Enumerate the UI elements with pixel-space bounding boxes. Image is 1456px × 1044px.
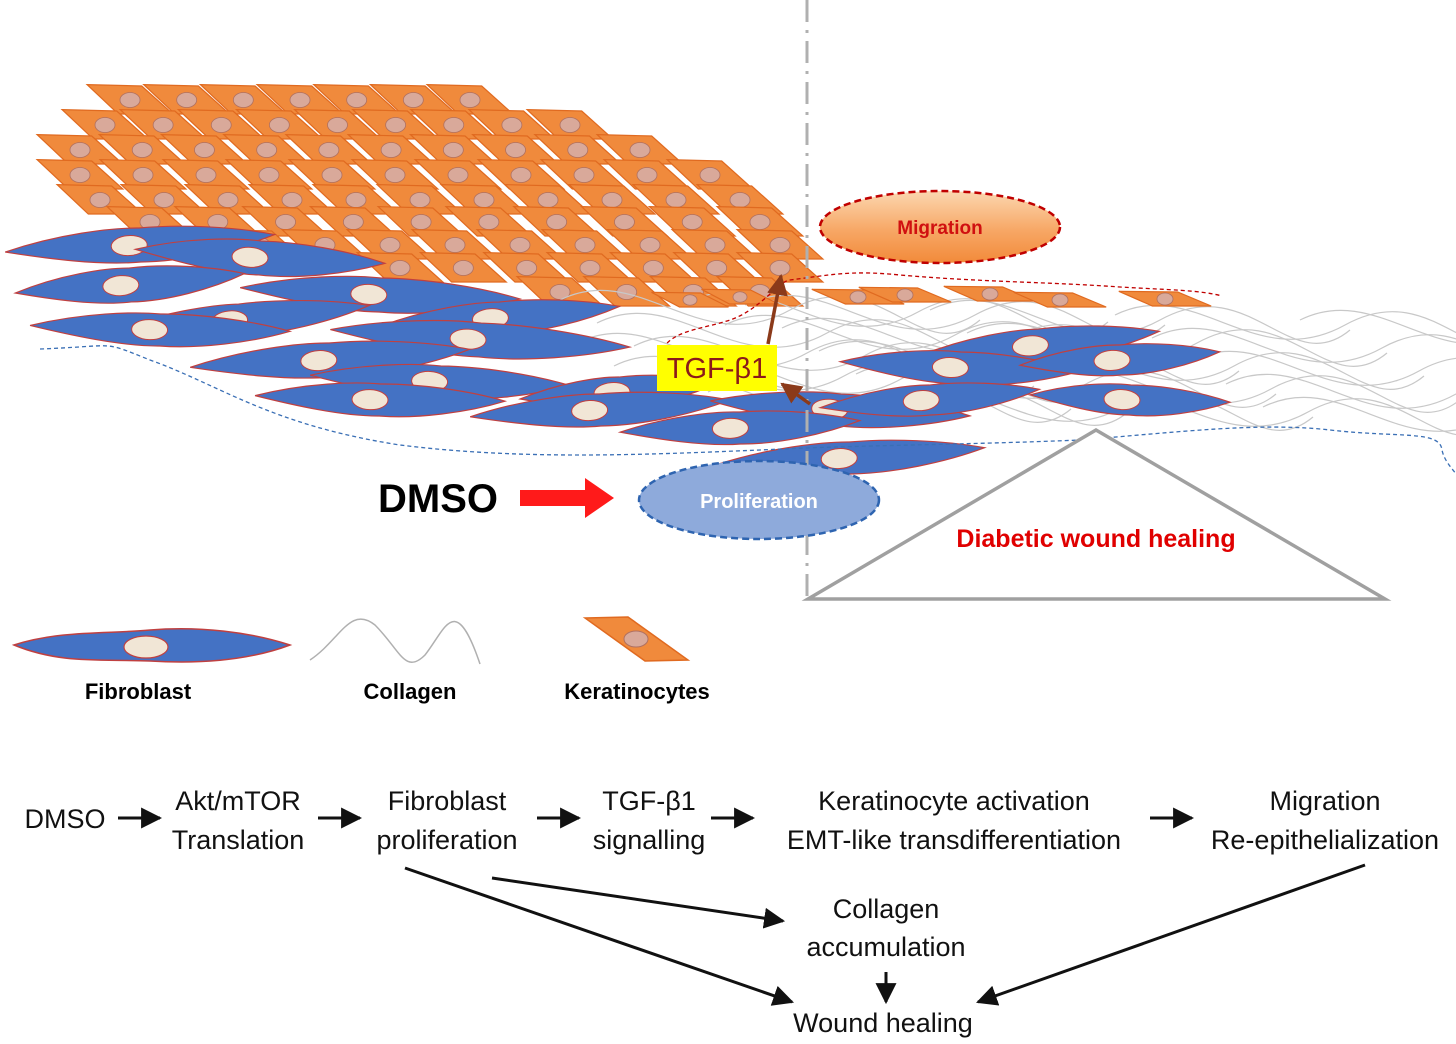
outcome-label: Diabetic wound healing bbox=[956, 525, 1235, 553]
keratinocyte-cell bbox=[413, 158, 503, 190]
flow-arrow-migration-wound bbox=[976, 863, 1366, 1006]
fibroblast-cell bbox=[837, 350, 1083, 386]
fibroblast-cell bbox=[132, 238, 387, 278]
keratinocyte-cell bbox=[605, 228, 695, 260]
migration-label: Migration bbox=[897, 218, 983, 239]
migration-ellipse bbox=[818, 189, 1062, 265]
proliferation-ellipse bbox=[637, 459, 881, 541]
fibroblast-cell bbox=[254, 382, 508, 418]
keratinocyte-cell bbox=[695, 183, 785, 215]
keratinocyte-cell bbox=[539, 158, 629, 190]
fibroblast-cell bbox=[29, 312, 293, 348]
flow-migration-line2: Re-epithelialization bbox=[1211, 825, 1439, 855]
fibroblast-cell bbox=[617, 410, 862, 446]
tgf-arrow-up bbox=[766, 273, 788, 345]
keratinocyte-cell bbox=[735, 251, 825, 283]
keratinocyte-cell bbox=[351, 108, 441, 140]
fibroblast-cell bbox=[1018, 343, 1222, 377]
legend-collagen-wave bbox=[309, 618, 481, 665]
keratinocyte-cell bbox=[608, 251, 698, 283]
keratinocyte-cell bbox=[647, 205, 737, 237]
keratinocyte-cell bbox=[1013, 291, 1107, 308]
tgf-label: TGF-β1 bbox=[667, 353, 767, 385]
dmso-red-arrow bbox=[520, 478, 614, 518]
keratinocyte-cell bbox=[811, 288, 905, 305]
keratinocyte-cell bbox=[35, 133, 125, 165]
flow-akt-line1: Akt/mTOR bbox=[175, 786, 301, 816]
flow-keratinocyte-line1: Keratinocyte activation bbox=[818, 786, 1090, 816]
legend-keratinocyte-label: Keratinocytes bbox=[564, 679, 710, 704]
flow-fibroblast-line1: Fibroblast bbox=[388, 786, 507, 816]
flow-akt-line2: Translation bbox=[172, 825, 305, 855]
fibroblast-cell bbox=[1028, 383, 1232, 417]
flow-tgf-line2: signalling bbox=[593, 825, 706, 855]
keratinocyte-cell bbox=[715, 205, 805, 237]
keratinocyte-cell bbox=[234, 108, 324, 140]
keratinocyte-cell bbox=[858, 286, 952, 303]
keratinocyte-cell bbox=[545, 251, 635, 283]
keratinocyte-cell bbox=[198, 83, 288, 115]
fibroblast-cell bbox=[13, 265, 247, 304]
proliferation-label: Proliferation bbox=[700, 491, 818, 513]
keratinocyte-cell bbox=[224, 158, 314, 190]
keratinocyte-cell bbox=[467, 108, 557, 140]
keratinocyte-cell bbox=[1118, 290, 1212, 307]
legend: Fibroblast Collagen Keratinocytes bbox=[11, 616, 710, 704]
keratinocyte-cell bbox=[425, 83, 515, 115]
migration-front-dashed bbox=[659, 272, 1223, 356]
flow-collagen-line2: accumulation bbox=[806, 932, 965, 962]
keratinocyte-cell bbox=[476, 158, 566, 190]
keratinocyte-cell bbox=[410, 228, 500, 260]
keratinocyte-cell bbox=[651, 291, 729, 308]
keratinocyte-cell bbox=[512, 205, 602, 237]
dermis-boundary-dashed bbox=[39, 345, 1456, 475]
keratinocyte-cell bbox=[408, 133, 498, 165]
flow-migration-line1: Migration bbox=[1269, 786, 1380, 816]
keratinocyte-cell bbox=[355, 251, 445, 283]
flow-arrow-fibroblast-collagen bbox=[491, 876, 786, 929]
keratinocyte-cell bbox=[439, 183, 529, 215]
keratinocyte-cell bbox=[631, 183, 721, 215]
keratinocyte-cell bbox=[118, 108, 208, 140]
keratinocyte-sheet bbox=[35, 83, 825, 307]
keratinocyte-cell bbox=[701, 288, 779, 305]
fibroblast-cell bbox=[817, 382, 1042, 417]
flow-fibroblast-line2: proliferation bbox=[376, 825, 517, 855]
outcome-triangle bbox=[801, 427, 1392, 601]
keratinocyte-cell bbox=[222, 133, 312, 165]
migrating-keratinocytes bbox=[651, 285, 1212, 308]
keratinocyte-cell bbox=[98, 158, 188, 190]
keratinocyte-cell bbox=[665, 158, 755, 190]
keratinocyte-cell bbox=[159, 133, 249, 165]
keratinocyte-cell bbox=[161, 158, 251, 190]
flow-keratinocyte-line2: EMT-like transdifferentiation bbox=[787, 825, 1121, 855]
tgf-box bbox=[657, 345, 777, 391]
keratinocyte-cell bbox=[567, 183, 657, 215]
keratinocyte-cell bbox=[85, 83, 175, 115]
keratinocyte-cell bbox=[943, 285, 1037, 302]
keratinocyte-cell bbox=[471, 133, 561, 165]
pathway-flow: DMSO Akt/mTOR Translation Fibroblast pro… bbox=[25, 786, 1440, 1038]
keratinocyte-cell bbox=[287, 158, 377, 190]
flow-tgf-line1: TGF-β1 bbox=[602, 786, 696, 816]
legend-fibroblast-label: Fibroblast bbox=[85, 679, 192, 704]
fibroblast-layer bbox=[4, 225, 1232, 476]
tgf-arrow-from-fibroblast bbox=[780, 382, 812, 406]
flow-wound-healing: Wound healing bbox=[793, 1008, 973, 1038]
dmso-label: DMSO bbox=[378, 477, 498, 521]
legend-collagen-label: Collagen bbox=[364, 679, 457, 704]
keratinocyte-cell bbox=[345, 228, 435, 260]
keratinocyte-cell bbox=[35, 158, 125, 190]
flow-dmso: DMSO bbox=[25, 804, 106, 834]
keratinocyte-cell bbox=[350, 158, 440, 190]
keratinocyte-cell bbox=[735, 228, 825, 260]
keratinocyte-cell bbox=[241, 205, 331, 237]
legend-fibroblast-nucleus bbox=[123, 635, 169, 659]
legend-keratinocyte-nucleus bbox=[623, 630, 649, 648]
flow-arrow-fibroblast-wound bbox=[404, 866, 794, 1006]
flow-collagen-line1: Collagen bbox=[833, 894, 940, 924]
keratinocyte-cell bbox=[418, 251, 508, 283]
